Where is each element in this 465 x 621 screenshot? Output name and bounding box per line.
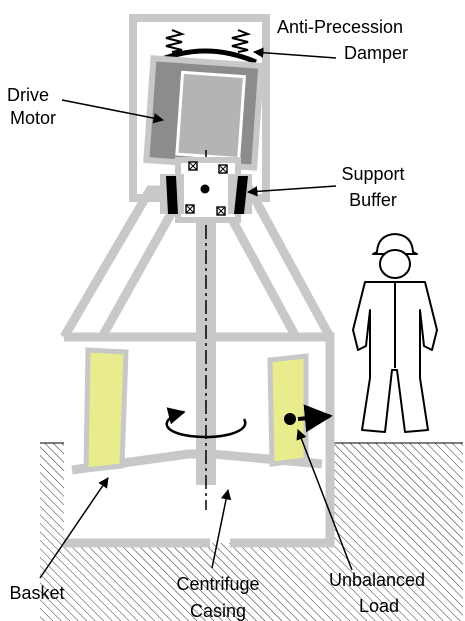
spring-icon (231, 29, 252, 53)
basket-leader (39, 477, 109, 579)
load-label-line2: Load (359, 596, 399, 616)
damper-label-line1: Anti-Precession (277, 17, 403, 37)
rotation-arrow-icon (165, 407, 247, 439)
worker-figure-icon (352, 233, 438, 433)
buffer-leader (246, 185, 337, 197)
motor-leader (61, 99, 165, 124)
damper-label-line2: Damper (344, 43, 408, 63)
bearing-icon (185, 161, 228, 216)
casing-label-line2: Casing (190, 601, 246, 621)
load-mass-dot (284, 413, 296, 425)
casing-label-line1: Centrifuge (176, 574, 259, 594)
rotor-shaft (196, 160, 216, 485)
motor-label-line2: Motor (10, 108, 56, 128)
casing-leader (211, 488, 232, 569)
load-label-line1: Unbalanced (329, 570, 425, 590)
spring-icon (165, 29, 186, 53)
shaft-center-dot (200, 184, 210, 194)
buffer-label-line2: Buffer (349, 190, 397, 210)
motor-label-line1: Drive (7, 85, 49, 105)
damper-leader (252, 47, 337, 59)
drive-motor (143, 55, 265, 171)
unbalanced-load (267, 353, 309, 467)
buffer-label-line1: Support (341, 164, 404, 184)
basket-wall-left (83, 347, 129, 473)
basket-label: Basket (9, 583, 64, 603)
load-force-arrow (297, 404, 333, 433)
load-leader (296, 429, 353, 571)
